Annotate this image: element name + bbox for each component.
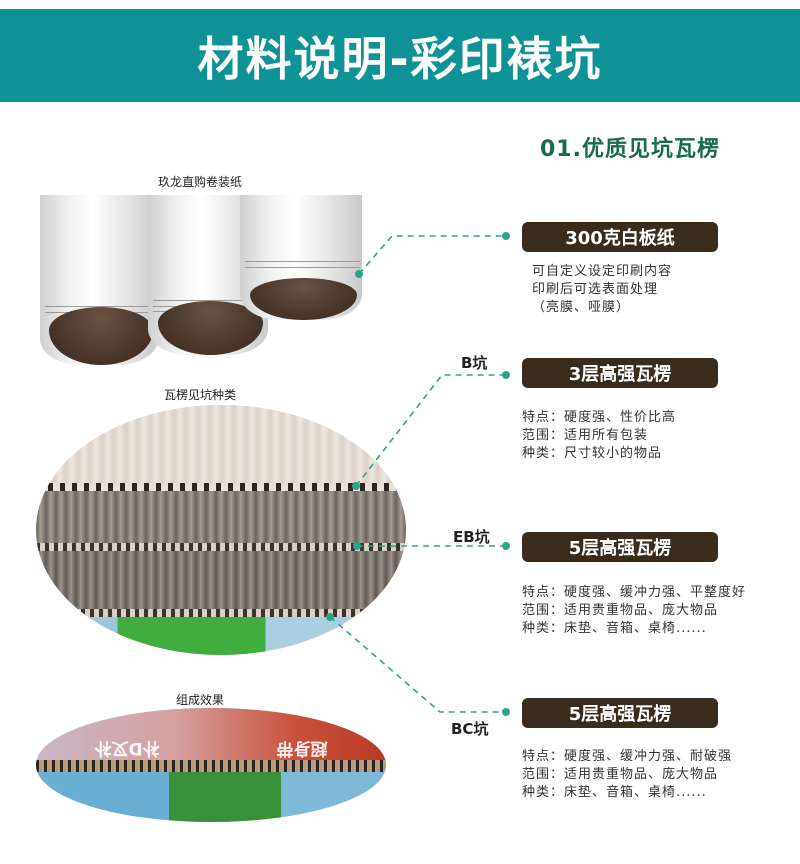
- flute-label-eb: EB坑: [453, 528, 490, 546]
- material-desc-eb-flute: 特点：硬度强、缓冲力强、平整度好 范围：适用贵重物品、庞大物品 种类：床垫、音箱…: [522, 584, 746, 638]
- flute-label-b: B坑: [461, 354, 488, 372]
- page-title: 材料说明-彩印裱坑: [197, 31, 603, 86]
- material-title-bc-flute: 5层高强瓦楞: [522, 698, 718, 728]
- material-desc-b-flute: 特点：硬度强、性价比高 范围：适用所有包装 种类：尺寸较小的物品: [522, 409, 676, 463]
- desc-line: 特点：硬度强、缓冲力强、平整度好: [522, 585, 747, 600]
- desc-line: 种类：床垫、音箱、桌椅......: [522, 621, 707, 636]
- paper-rolls-caption: 玖龙直购卷装纸: [157, 175, 242, 189]
- flute-label-bc: BC坑: [451, 720, 489, 738]
- material-title-whiteboard: 300克白板纸: [522, 222, 718, 252]
- desc-line: 可自定义设定印刷内容: [532, 264, 673, 279]
- header-banner: 材料说明-彩印裱坑: [0, 9, 800, 102]
- desc-line: 范围：适用所有包装: [522, 428, 649, 443]
- composite-caption: 组成效果: [175, 693, 224, 707]
- desc-line: 范围：适用贵重物品、庞大物品: [522, 603, 719, 618]
- material-desc-bc-flute: 特点：硬度强、缓冲力强、耐破强 范围：适用贵重物品、庞大物品 种类：床垫、音箱、…: [522, 748, 732, 802]
- desc-line: 特点：硬度强、性价比高: [522, 410, 677, 425]
- corrugated-layers-image: [36, 405, 406, 655]
- material-title-b-flute: 3层高强瓦楞: [522, 358, 718, 388]
- composite-board-image: 超身带 补D叉补: [36, 708, 386, 822]
- desc-line: 种类：床垫、音箱、桌椅......: [522, 785, 707, 800]
- paper-rolls-image: [40, 195, 362, 365]
- desc-line: 印刷后可选表面处理: [532, 282, 659, 297]
- section-title: 01.优质见坑瓦楞: [540, 137, 720, 162]
- desc-line: 范围：适用贵重物品、庞大物品: [522, 767, 719, 782]
- desc-line: 特点：硬度强、缓冲力强、耐破强: [522, 749, 733, 764]
- desc-line: 种类：尺寸较小的物品: [522, 446, 663, 461]
- material-desc-whiteboard: 可自定义设定印刷内容 印刷后可选表面处理 （亮膜、哑膜）: [532, 263, 672, 317]
- material-title-eb-flute: 5层高强瓦楞: [522, 532, 718, 562]
- desc-line: （亮膜、哑膜）: [532, 300, 631, 315]
- flute-types-caption: 瓦楞见坑种类: [163, 388, 236, 402]
